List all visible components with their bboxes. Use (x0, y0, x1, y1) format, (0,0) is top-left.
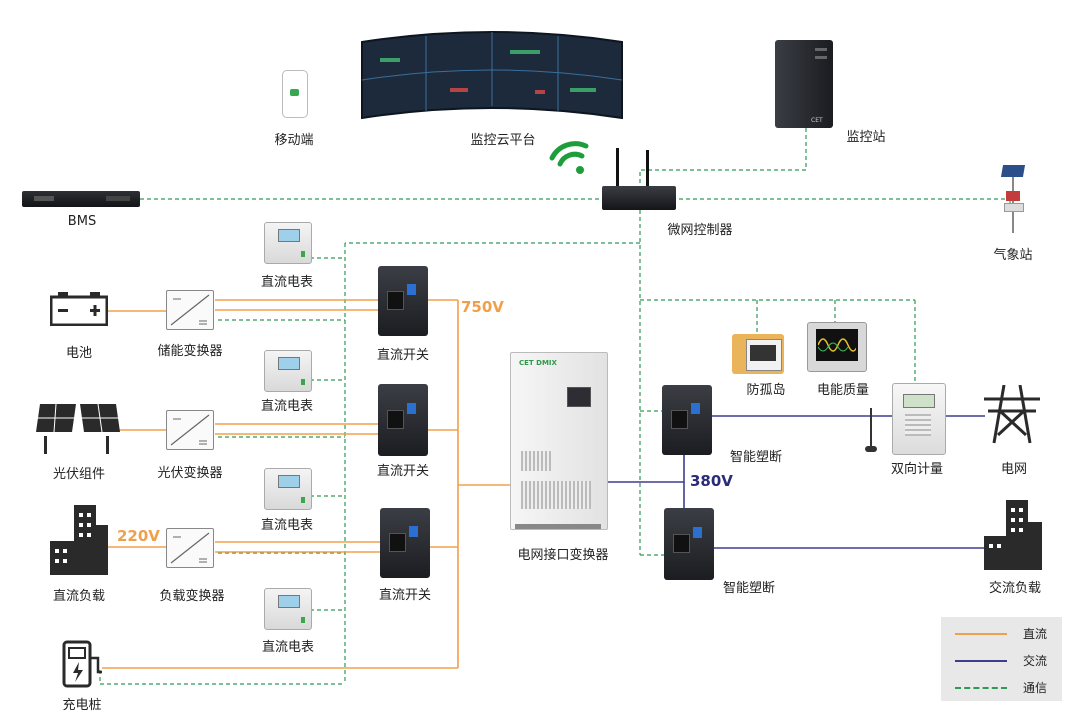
dc-meter-4-label: 直流电表 (261, 640, 315, 655)
legend-ac: 交流 (955, 652, 1055, 670)
legend: 直流 交流 通信 (941, 617, 1062, 701)
smart-breaker-1-label: 智能塑断 (729, 450, 783, 465)
dc-switch-3 (380, 508, 430, 578)
dc-meter-4 (264, 588, 312, 630)
legend-comm-label: 通信 (1023, 681, 1048, 695)
dc-switch-2-label: 直流开关 (376, 464, 430, 479)
load-converter-box (166, 528, 214, 568)
battery-label: 电池 (65, 346, 93, 361)
station-label: 监控站 (846, 130, 886, 145)
dc-meter-3 (264, 468, 312, 510)
dc-load-label: 直流负载 (52, 589, 106, 604)
voltage-220-label: 220V (117, 527, 160, 545)
grid-converter-label: 电网接口变换器 (517, 548, 609, 563)
cloud-platform-screens (360, 28, 624, 128)
legend-comm: 通信 (955, 679, 1055, 697)
bms-label: BMS (67, 214, 97, 229)
ac-load-label: 交流负载 (988, 581, 1042, 596)
weather-station-icon (1000, 165, 1026, 235)
anti-island-device (732, 334, 784, 374)
load-converter-label: 负载变换器 (159, 589, 225, 604)
dc-switch-1 (378, 266, 428, 336)
bms-rack-unit (22, 191, 140, 207)
dc-meter-3-label: 直流电表 (260, 518, 314, 533)
dc-switch-2 (378, 384, 428, 456)
monitoring-station-pc: CET (775, 40, 833, 128)
legend-dc-label: 直流 (1023, 627, 1048, 641)
legend-dc: 直流 (955, 625, 1055, 643)
antenna-icon (864, 408, 878, 454)
controller-label: 微网控制器 (667, 223, 733, 238)
bidirectional-meter-label: 双向计量 (890, 462, 944, 477)
mobile-label: 移动端 (274, 133, 314, 148)
grid-tower-icon (982, 384, 1042, 445)
comm-station-link (639, 128, 807, 185)
smart-breaker-2 (664, 508, 714, 580)
pv-label: 光伏组件 (52, 467, 106, 482)
weather-label: 气象站 (993, 248, 1033, 263)
ac-load-building-icon (984, 500, 1044, 570)
grid-label: 电网 (1000, 462, 1028, 477)
dc-meter-2-label: 直流电表 (260, 399, 314, 414)
pv-converter-label: 光伏变换器 (157, 466, 223, 481)
grid-interface-converter-cabinet: CET DMIX (510, 352, 608, 530)
power-quality-label: 电能质量 (816, 383, 870, 398)
battery-icon (49, 292, 109, 327)
dc-meter-1-label: 直流电表 (260, 275, 314, 290)
station-brand: CET (811, 117, 823, 124)
microgrid-controller-device (602, 148, 676, 210)
voltage-380-label: 380V (690, 472, 733, 490)
dc-lines (102, 299, 512, 669)
bidirectional-meter-device (892, 383, 946, 455)
comm-lines (99, 128, 1011, 685)
video-wall-icon (361, 31, 623, 120)
voltage-750-label: 750V (461, 298, 504, 316)
dc-meter-2 (264, 350, 312, 392)
charger-label: 充电桩 (62, 698, 102, 713)
dc-load-building-icon (48, 505, 108, 575)
dc-switch-1-label: 直流开关 (376, 348, 430, 363)
pv-panel-icon (36, 403, 120, 454)
storage-converter-box (166, 290, 214, 330)
cabinet-brand: CET DMIX (519, 359, 557, 367)
dc-switch-3-label: 直流开关 (378, 588, 432, 603)
wifi-icon (546, 138, 594, 178)
smart-breaker-2-label: 智能塑断 (722, 581, 776, 596)
power-quality-device (807, 322, 867, 372)
storage-converter-label: 储能变换器 (157, 344, 223, 359)
dc-meter-1 (264, 222, 312, 264)
anti-island-label: 防孤岛 (746, 383, 786, 398)
charger-icon (62, 640, 104, 690)
pv-converter-box (166, 410, 214, 450)
legend-ac-label: 交流 (1023, 654, 1048, 668)
smart-breaker-1 (662, 385, 712, 455)
mobile-phone-icon (282, 70, 308, 118)
cloud-label: 监控云平台 (470, 133, 536, 148)
